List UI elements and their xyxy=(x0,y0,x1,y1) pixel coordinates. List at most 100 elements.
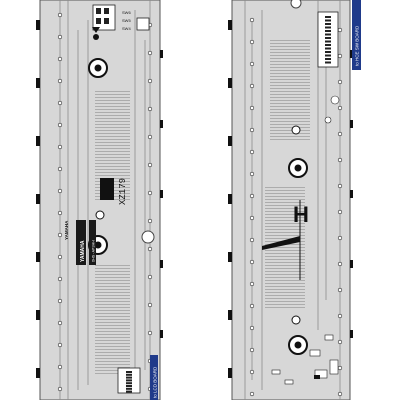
pad xyxy=(57,34,63,40)
trace-bus-lower xyxy=(95,265,130,375)
smd-components xyxy=(271,95,340,385)
code-strip-text: DHS-AP3HH xyxy=(93,240,97,262)
pad xyxy=(147,106,153,112)
edge-tab xyxy=(36,368,40,378)
connector-pin xyxy=(325,58,331,60)
pad xyxy=(57,144,63,150)
small-hole xyxy=(95,210,105,220)
model-label-block: XZ179 xyxy=(100,178,128,205)
pad xyxy=(57,188,63,194)
pad xyxy=(337,365,343,371)
pad xyxy=(57,232,63,238)
pad xyxy=(249,237,255,243)
connector-pin xyxy=(325,61,331,64)
board-letter: H xyxy=(293,202,309,227)
small-hole xyxy=(291,125,301,135)
pad xyxy=(249,61,255,67)
connector-pin xyxy=(325,19,331,22)
edge-tab xyxy=(350,330,353,338)
pad xyxy=(57,276,63,282)
model-label: XZ179 xyxy=(118,178,128,205)
pad xyxy=(57,122,63,128)
right-traces xyxy=(244,0,341,400)
left-pad-column xyxy=(57,12,153,392)
small-hole xyxy=(291,315,301,325)
connector-pin xyxy=(126,390,132,393)
pad xyxy=(249,17,255,23)
pad xyxy=(249,105,255,111)
small-hole xyxy=(141,230,155,244)
left-traces xyxy=(59,0,151,400)
pad xyxy=(57,166,63,172)
connector-pin xyxy=(325,16,331,18)
connector-pin xyxy=(126,382,132,385)
edge-tab xyxy=(160,120,163,128)
pad xyxy=(147,218,153,224)
pad xyxy=(337,209,343,215)
edge-tab xyxy=(160,190,163,198)
connector-pin xyxy=(325,26,331,29)
left-board: SW6 SW5 SW4 XZ179 YAMAHA DHS-AP3HH xyxy=(36,0,163,401)
switch-header: SW6 SW5 SW4 xyxy=(92,4,150,31)
trace-bus-upper xyxy=(270,40,310,140)
edge-tab xyxy=(160,260,163,268)
edge-tab xyxy=(36,20,40,30)
pad xyxy=(57,298,63,304)
pad xyxy=(57,342,63,348)
connector-pin xyxy=(325,51,331,53)
pad xyxy=(249,281,255,287)
pad xyxy=(249,303,255,309)
pad xyxy=(249,171,255,177)
edge-tab xyxy=(36,252,40,262)
header-label: SW5 xyxy=(122,18,131,23)
pad xyxy=(249,149,255,155)
connector-label: to HCE SW BOARD xyxy=(355,25,360,66)
pad xyxy=(57,78,63,84)
pad xyxy=(147,190,153,196)
diode-symbol xyxy=(92,27,100,40)
edge-tab xyxy=(36,78,40,88)
edge-tab xyxy=(228,78,232,88)
hce-connector: to HCE SW BOARD xyxy=(317,0,361,70)
right-board: H to HCE SW BOARD xyxy=(228,0,361,401)
pad xyxy=(147,78,153,84)
pad xyxy=(249,325,255,331)
logo-text: YAMAHA xyxy=(64,220,69,240)
connector-label: to LCD BOARD xyxy=(153,366,158,398)
edge-tab xyxy=(228,136,232,146)
pad xyxy=(249,259,255,265)
connector-pin xyxy=(126,373,132,376)
pad xyxy=(249,127,255,133)
pad xyxy=(57,386,63,392)
pad xyxy=(337,313,343,319)
pad xyxy=(337,157,343,163)
edge-tab xyxy=(160,50,163,58)
edge-tab xyxy=(36,136,40,146)
pad xyxy=(57,56,63,62)
left-edge-tabs xyxy=(36,20,163,378)
pad xyxy=(337,27,343,33)
right-mount-holes xyxy=(288,0,308,355)
connector-pin xyxy=(126,371,132,373)
pad xyxy=(147,134,153,140)
pad xyxy=(337,79,343,85)
edge-tab xyxy=(36,310,40,320)
pad xyxy=(147,274,153,280)
header-label: SW6 xyxy=(122,10,131,15)
pad xyxy=(249,391,255,397)
edge-tab xyxy=(228,368,232,378)
connector-pin xyxy=(325,23,331,25)
edge-tab xyxy=(350,260,353,268)
pad xyxy=(147,246,153,252)
pad xyxy=(337,183,343,189)
edge-tab xyxy=(350,50,353,58)
right-edge-tabs xyxy=(228,20,353,378)
pad xyxy=(337,53,343,59)
connector-pin xyxy=(325,40,331,43)
pad xyxy=(57,320,63,326)
pad xyxy=(249,215,255,221)
pad xyxy=(337,131,343,137)
edge-tab xyxy=(228,252,232,262)
